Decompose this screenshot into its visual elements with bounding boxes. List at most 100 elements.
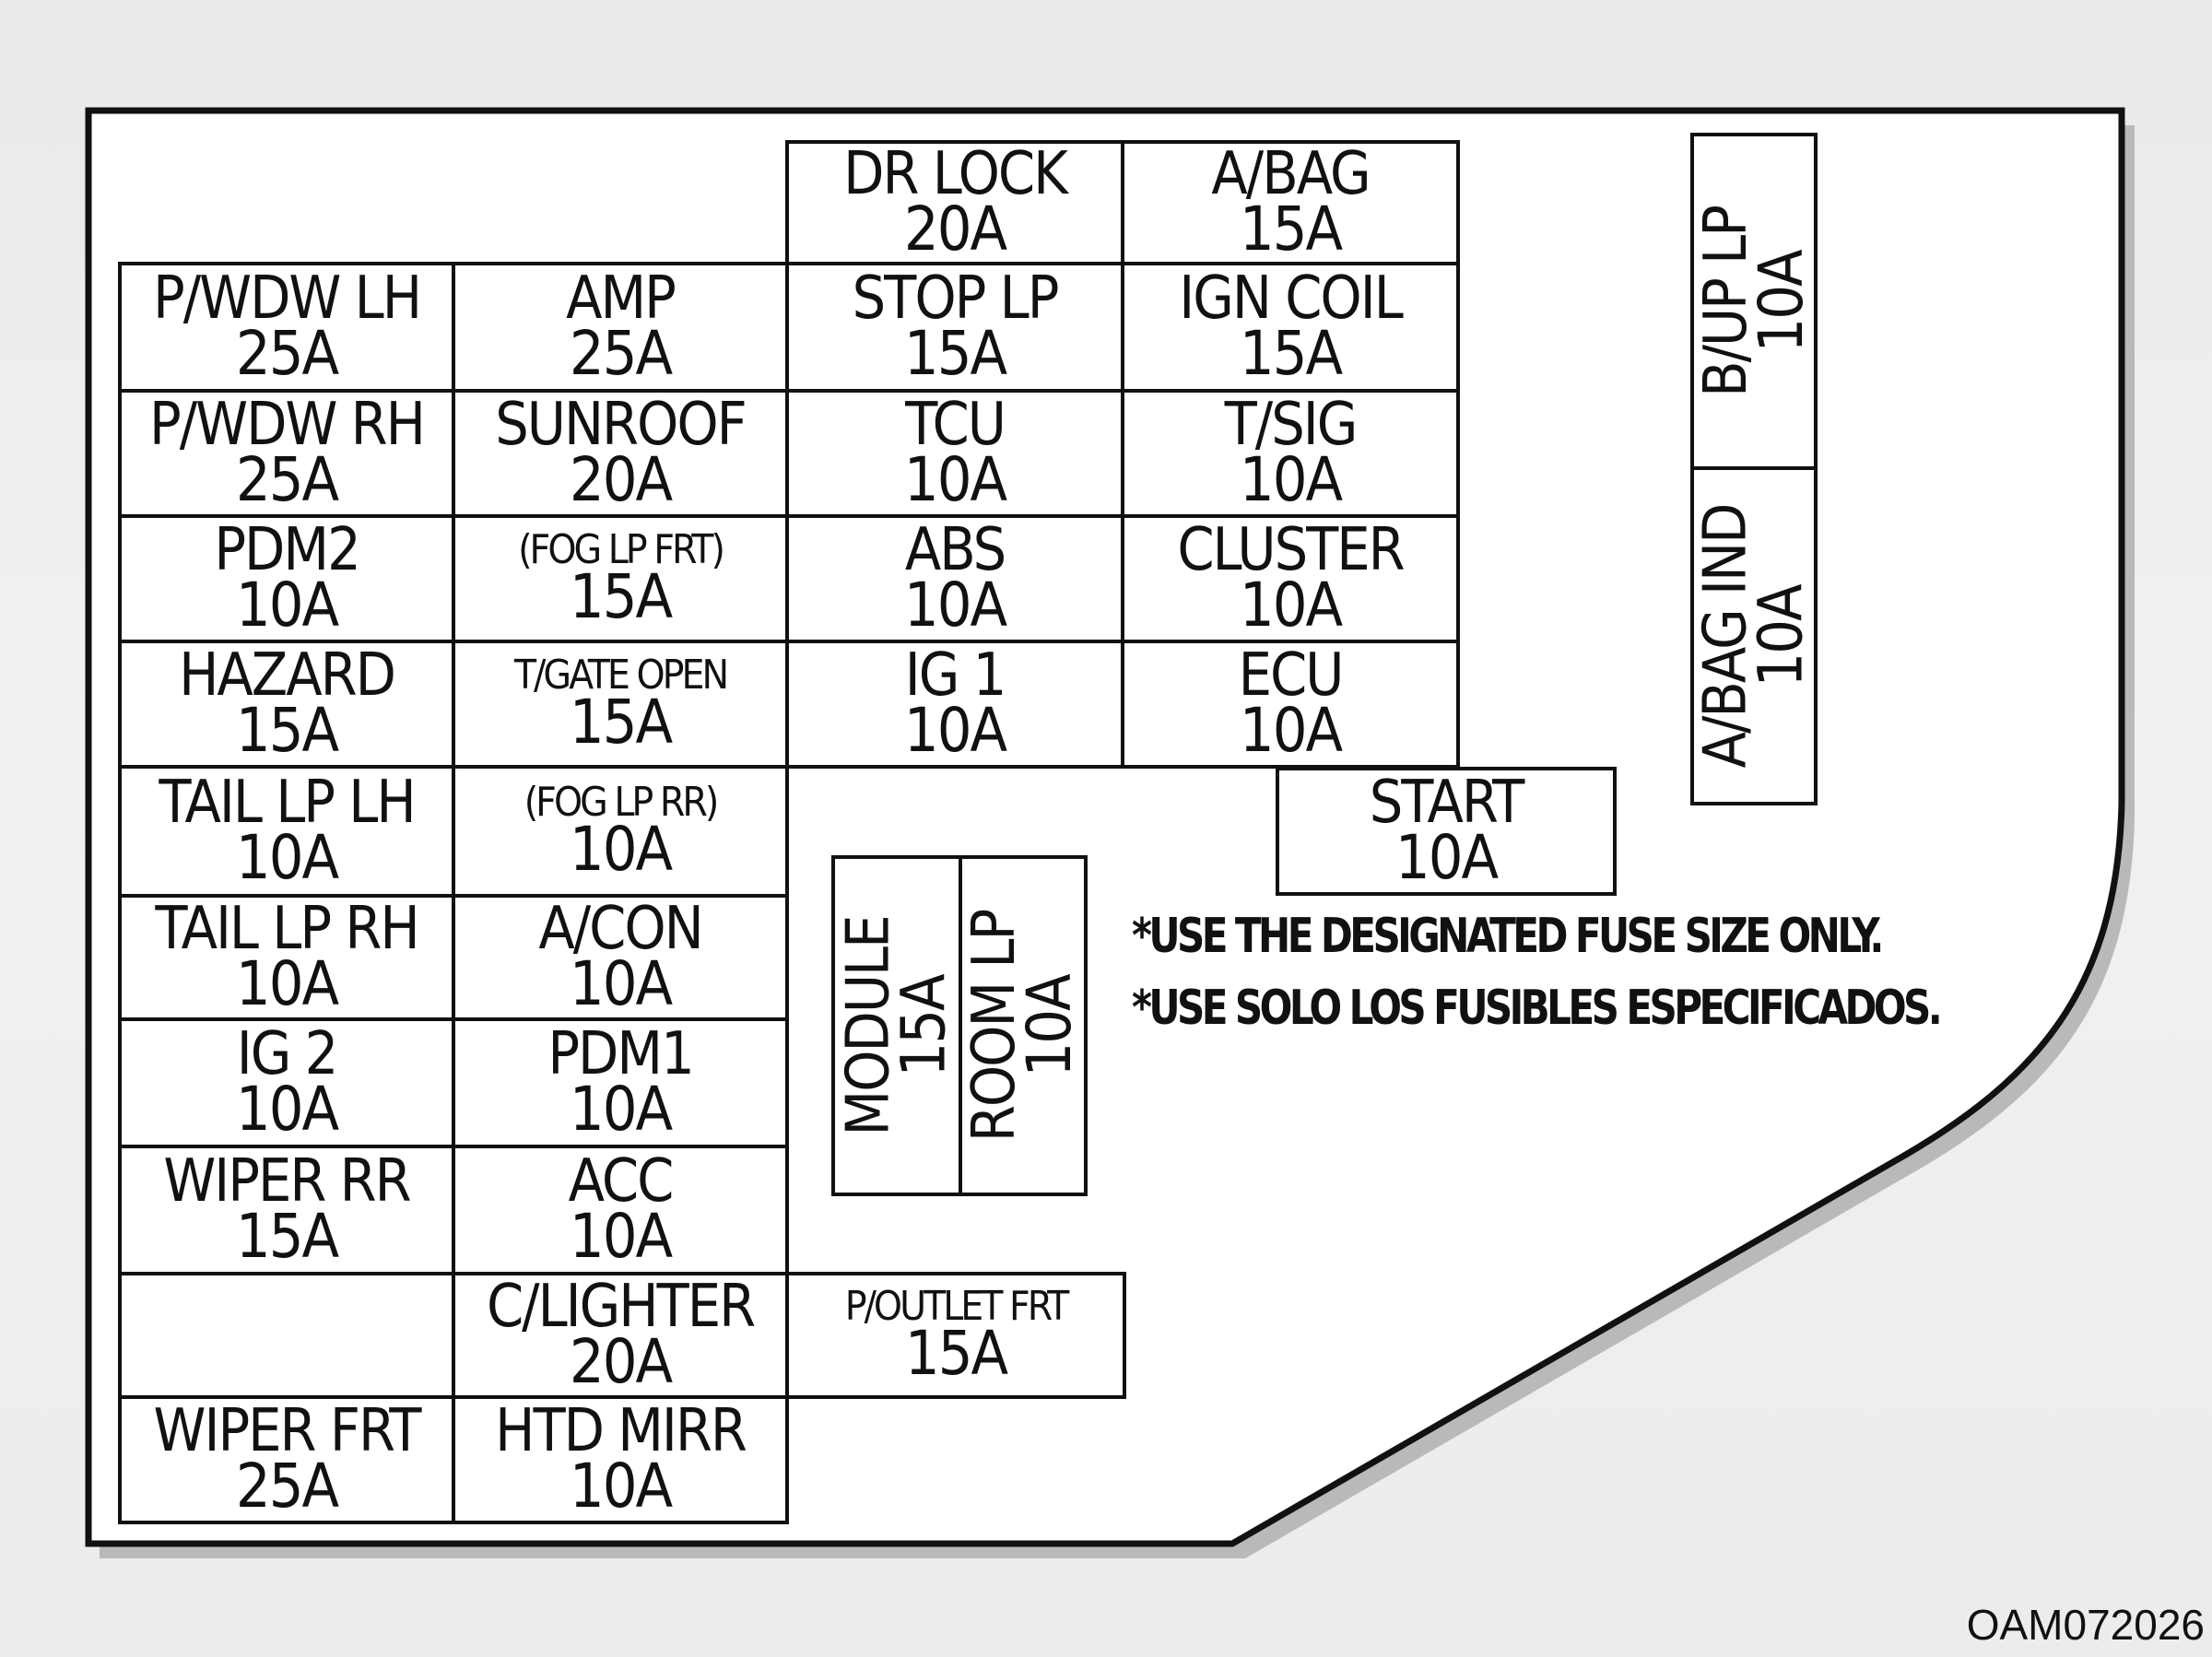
fuse-fog-lp-rr: (FOG LP RR) 10A <box>452 765 789 898</box>
fuse-name: HTD MIRR <box>495 1397 747 1466</box>
fuse-rating: 10A <box>235 948 339 1020</box>
fuse-rating: 10A <box>1239 570 1343 641</box>
fuse-rating: 10A <box>1394 822 1499 894</box>
fuse-pdm1: PDM1 10A <box>452 1017 789 1148</box>
fuse-wiper-rr: WIPER RR 15A <box>118 1145 455 1275</box>
fuse-a-con: A/CON 10A <box>452 894 789 1021</box>
fuse-rating: 10A <box>235 1074 339 1146</box>
fuse-room-lp: ROOM LP 10A <box>959 855 1088 1196</box>
fuse-rating: 10A <box>569 813 673 885</box>
fuse-name: PDM2 <box>214 516 360 585</box>
fuse-rating: 10A <box>903 444 1007 516</box>
fuse-acc: ACC 10A <box>452 1145 789 1275</box>
fuse-rating: 10A <box>569 1074 673 1146</box>
fuse-name: ABS <box>904 516 1006 585</box>
rotated-label: ROOM LP 10A <box>962 910 1086 1141</box>
fuse-name: ACC <box>568 1147 675 1216</box>
fuse-rating: 10A <box>1239 444 1343 516</box>
fuse-t-sig: T/SIG 10A <box>1121 389 1460 518</box>
note-spanish: *USE SOLO LOS FUSIBLES ESPECIFICADOS. <box>1132 981 1943 1036</box>
fuse-name: T/GATE OPEN <box>513 652 729 699</box>
fuse-hazard: HAZARD 15A <box>118 640 455 769</box>
fuse-rating: 15A <box>1239 194 1343 265</box>
fuse-htd-mirr: HTD MIRR 10A <box>452 1395 789 1524</box>
fuse-name: C/LIGHTER <box>486 1273 756 1342</box>
fuse-rating: 15A <box>569 686 673 758</box>
fuse-name: TCU <box>905 391 1006 460</box>
fuse-rating: 15A <box>235 695 339 767</box>
fuse-rating: 10A <box>569 1201 673 1273</box>
fuse-name: DR LOCK <box>843 140 1068 209</box>
fuse-b-up-lp: B/UP LP 10A <box>1690 133 1818 470</box>
fuse-rating: 15A <box>1239 318 1343 390</box>
fuse-rating: 25A <box>235 1451 339 1522</box>
fuse-name: WIPER FRT <box>153 1397 422 1466</box>
fuse-name: ECU <box>1238 641 1345 711</box>
fuse-wiper-frt: WIPER FRT 25A <box>118 1395 455 1524</box>
fuse-rating: 20A <box>569 444 673 516</box>
fuse-tail-lp-rh: TAIL LP RH 10A <box>118 894 455 1021</box>
fuse-name: START <box>1369 769 1525 838</box>
fuse-rating: 15A <box>904 1317 1008 1389</box>
fuse-a-bag: A/BAG 15A <box>1121 140 1460 265</box>
fuse-name: PDM1 <box>547 1020 694 1089</box>
fuse-ign-coil: IGN COIL 15A <box>1121 262 1460 393</box>
fuse-name: T/SIG <box>1224 391 1359 460</box>
fuse-name: P/OUTLET FRT <box>844 1283 1070 1331</box>
fuse-dr-lock: DR LOCK 20A <box>785 140 1124 265</box>
fuse-rating: 10A <box>903 695 1007 767</box>
note-english: *USE THE DESIGNATED FUSE SIZE ONLY. <box>1132 909 1884 964</box>
fuse-name: SUNROOF <box>495 391 747 460</box>
fuse-c-lighter: C/LIGHTER 20A <box>452 1272 789 1399</box>
fuse-p-outlet-frt: P/OUTLET FRT 15A <box>785 1272 1126 1399</box>
fuse-p-wdw-rh: P/WDW RH 25A <box>118 389 455 518</box>
fuse-module: MODULE 15A <box>831 855 962 1196</box>
fuse-cluster: CLUSTER 10A <box>1121 514 1460 643</box>
fuse-name: IG 2 <box>236 1020 338 1089</box>
fuse-name: HAZARD <box>179 641 396 711</box>
fuse-rating: 10A <box>1014 974 1086 1077</box>
fuse-rating: 10A <box>1745 584 1817 687</box>
fuse-name: TAIL LP LH <box>159 769 416 838</box>
fuse-rating: 15A <box>569 560 673 632</box>
fuse-ig-2: IG 2 10A <box>118 1017 455 1148</box>
fuse-name: IG 1 <box>904 641 1006 711</box>
fuse-rating: 10A <box>235 570 339 641</box>
fuse-rating: 10A <box>235 822 339 894</box>
rotated-label: MODULE 15A <box>835 916 959 1135</box>
fuse-rating: 15A <box>235 1201 339 1273</box>
fuse-start: START 10A <box>1276 767 1617 896</box>
fuse-name: CLUSTER <box>1177 516 1405 585</box>
fuse-tcu: TCU 10A <box>785 389 1124 518</box>
fuse-name: AMP <box>566 264 677 334</box>
fuse-name: P/WDW RH <box>149 391 426 460</box>
fuse-pdm2: PDM2 10A <box>118 514 455 643</box>
fuse-a-bag-ind: A/BAG IND 10A <box>1690 466 1818 805</box>
fuse-rating: 10A <box>1745 250 1817 353</box>
fuse-name: WIPER RR <box>163 1147 411 1216</box>
fuse-name: A/BAG <box>1211 140 1371 209</box>
rotated-label: B/UP LP 10A <box>1694 206 1817 397</box>
fuse-stop-lp: STOP LP 15A <box>785 262 1124 393</box>
fuse-name: (FOG LP RR) <box>524 779 720 827</box>
fuse-rating: 20A <box>903 194 1007 265</box>
fuse-name: STOP LP <box>852 264 1060 334</box>
fuse-p-wdw-lh: P/WDW LH 25A <box>118 262 455 393</box>
fuse-name: (FOG LP FRT) <box>518 526 725 574</box>
fuse-rating: 25A <box>235 318 339 390</box>
fuse-ig-1: IG 1 10A <box>785 640 1124 769</box>
fuse-rating: 15A <box>888 974 959 1077</box>
fuse-name: TAIL LP RH <box>155 895 419 964</box>
fuse-rating: 15A <box>903 318 1007 390</box>
fuse-t-gate-open: T/GATE OPEN 15A <box>452 640 789 769</box>
image-code: OAM072026 <box>1966 1601 2205 1649</box>
fuse-name: P/WDW LH <box>153 264 422 334</box>
fuse-tail-lp-lh: TAIL LP LH 10A <box>118 765 455 898</box>
fuse-rating: 25A <box>235 444 339 516</box>
fuse-amp: AMP 25A <box>452 262 789 393</box>
fuse-fog-lp-frt: (FOG LP FRT) 15A <box>452 514 789 643</box>
fuse-ecu: ECU 10A <box>1121 640 1460 769</box>
fuse-rating: 20A <box>569 1326 673 1398</box>
fuse-rating: 10A <box>903 570 1007 641</box>
fuse-rating: 25A <box>569 318 673 390</box>
